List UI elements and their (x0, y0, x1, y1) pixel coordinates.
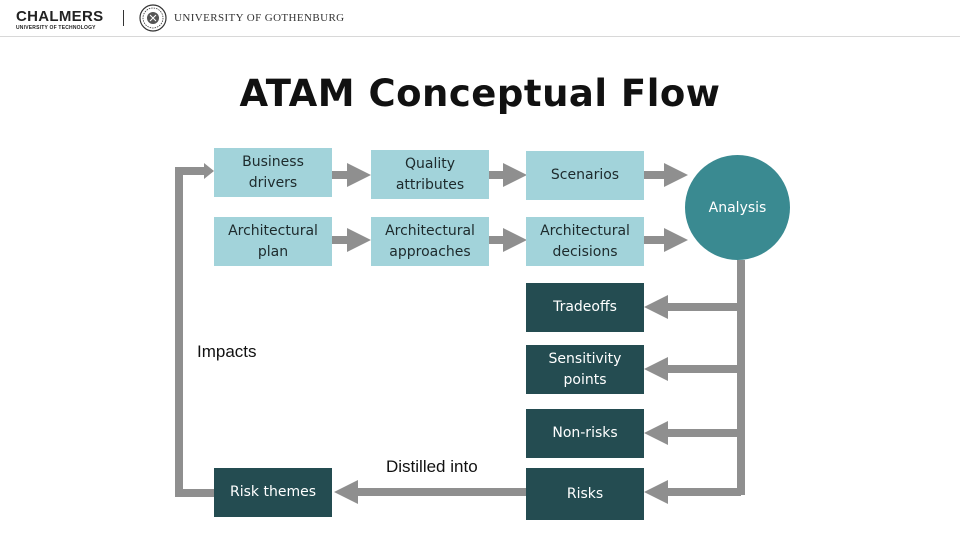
logo-divider (123, 10, 124, 26)
header-bar: CHALMERS UNIVERSITY OF TECHNOLOGY UNIVER… (0, 0, 960, 37)
non-risks-box: Non-risks (526, 409, 644, 458)
impacts-label: Impacts (197, 342, 257, 361)
gothenburg-logo-text: UNIVERSITY OF GOTHENBURG (174, 12, 345, 24)
university-seal-icon (139, 4, 167, 32)
scenarios-box: Scenarios (526, 151, 644, 200)
page-title: ATAM Conceptual Flow (239, 72, 721, 115)
architectural-decisions-box: Architectural decisions (526, 217, 644, 266)
risks-box: Risks (526, 468, 644, 520)
impacts-arrowhead-icon (204, 163, 214, 179)
architectural-approaches-box: Architectural approaches (371, 217, 489, 266)
risk-themes-box: Risk themes (214, 468, 332, 517)
impacts-feedback-loop (175, 167, 214, 497)
sensitivity-points-box: Sensitivity points (526, 345, 644, 394)
quality-attributes-box: Quality attributes (371, 150, 489, 199)
chalmers-logo: CHALMERS UNIVERSITY OF TECHNOLOGY (16, 8, 104, 31)
business-drivers-box: Business drivers (214, 148, 332, 197)
architectural-plan-box: Architectural plan (214, 217, 332, 266)
distilled-into-label: Distilled into (386, 457, 478, 476)
analysis-circle: Analysis (685, 155, 790, 260)
tradeoffs-box: Tradeoffs (526, 283, 644, 332)
